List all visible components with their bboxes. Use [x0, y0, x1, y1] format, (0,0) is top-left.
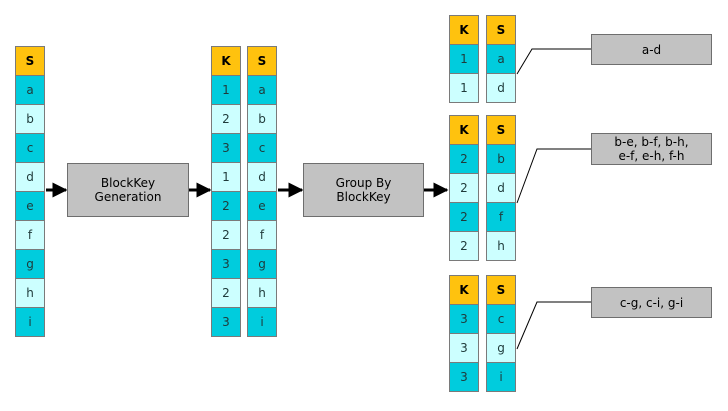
keyed-s-cell: a	[247, 75, 277, 105]
keyed-k-cell: 3	[211, 133, 241, 163]
keyed-s-cell: b	[247, 104, 277, 134]
keyed-s-cell: h	[247, 278, 277, 308]
keyed-k-cell: 2	[211, 220, 241, 250]
keyed-s-cell: i	[247, 307, 277, 337]
group-1-s-cell: d	[486, 73, 516, 103]
input-s-cell: f	[15, 220, 45, 250]
keyed-k-cell: 3	[211, 307, 241, 337]
group-2-k-header: K	[449, 115, 479, 145]
group-1-s-column: S a d	[486, 15, 516, 103]
group-3-k-cell: 3	[449, 333, 479, 363]
input-s-cell: e	[15, 191, 45, 221]
input-s-cell: h	[15, 278, 45, 308]
keyed-k-cell: 2	[211, 104, 241, 134]
group-1-k-cell: 1	[449, 44, 479, 74]
group-3-s-cell: g	[486, 333, 516, 363]
keyed-k-cell: 2	[211, 278, 241, 308]
group-2-s-cell: d	[486, 173, 516, 203]
group-2-s-cell: b	[486, 144, 516, 174]
group-1-k-header: K	[449, 15, 479, 45]
input-s-cell: i	[15, 307, 45, 337]
keyed-k-column: K 1 2 3 1 2 2 3 2 3	[211, 46, 241, 337]
group-1-pairs-box: a-d	[591, 34, 712, 65]
group-2-k-cell: 2	[449, 173, 479, 203]
group-3-k-header: K	[449, 275, 479, 305]
group-2-k-cell: 2	[449, 144, 479, 174]
group-2-s-cell: f	[486, 202, 516, 232]
keyed-k-cell: 1	[211, 75, 241, 105]
keyed-s-cell: g	[247, 249, 277, 279]
keyed-s-cell: c	[247, 133, 277, 163]
group-1-s-cell: a	[486, 44, 516, 74]
input-s-cell: d	[15, 162, 45, 192]
keyed-k-cell: 3	[211, 249, 241, 279]
group-2-s-cell: h	[486, 231, 516, 261]
input-s-column: S a b c d e f g h i	[15, 46, 45, 337]
keyed-k-cell: 1	[211, 162, 241, 192]
connector-group-1	[516, 48, 591, 75]
input-s-header: S	[15, 46, 45, 76]
connector-group-3	[516, 301, 591, 350]
group-2-k-cell: 2	[449, 202, 479, 232]
keyed-s-cell: f	[247, 220, 277, 250]
group-2-k-column: K 2 2 2 2	[449, 115, 479, 261]
input-s-cell: b	[15, 104, 45, 134]
input-s-cell: c	[15, 133, 45, 163]
connector-group-2	[516, 148, 591, 204]
keyed-s-column: S a b c d e f g h i	[247, 46, 277, 337]
group-1-k-cell: 1	[449, 73, 479, 103]
group-3-pairs-box: c-g, c-i, g-i	[591, 287, 712, 318]
group-3-s-column: S c g i	[486, 275, 516, 392]
group-2-s-header: S	[486, 115, 516, 145]
group-3-k-column: K 3 3 3	[449, 275, 479, 392]
group-3-s-header: S	[486, 275, 516, 305]
keyed-s-header: S	[247, 46, 277, 76]
keyed-s-cell: d	[247, 162, 277, 192]
keyed-s-cell: e	[247, 191, 277, 221]
group-1-k-column: K 1 1	[449, 15, 479, 103]
group-2-s-column: S b d f h	[486, 115, 516, 261]
group-3-s-cell: i	[486, 362, 516, 392]
blockkey-generation-box: BlockKey Generation	[67, 163, 189, 217]
input-s-cell: a	[15, 75, 45, 105]
input-s-cell: g	[15, 249, 45, 279]
keyed-k-cell: 2	[211, 191, 241, 221]
group-by-blockkey-box: Group By BlockKey	[303, 163, 424, 217]
group-1-s-header: S	[486, 15, 516, 45]
group-3-s-cell: c	[486, 304, 516, 334]
group-2-k-cell: 2	[449, 231, 479, 261]
group-3-k-cell: 3	[449, 362, 479, 392]
group-2-pairs-box: b-e, b-f, b-h, e-f, e-h, f-h	[591, 133, 712, 165]
keyed-k-header: K	[211, 46, 241, 76]
group-3-k-cell: 3	[449, 304, 479, 334]
